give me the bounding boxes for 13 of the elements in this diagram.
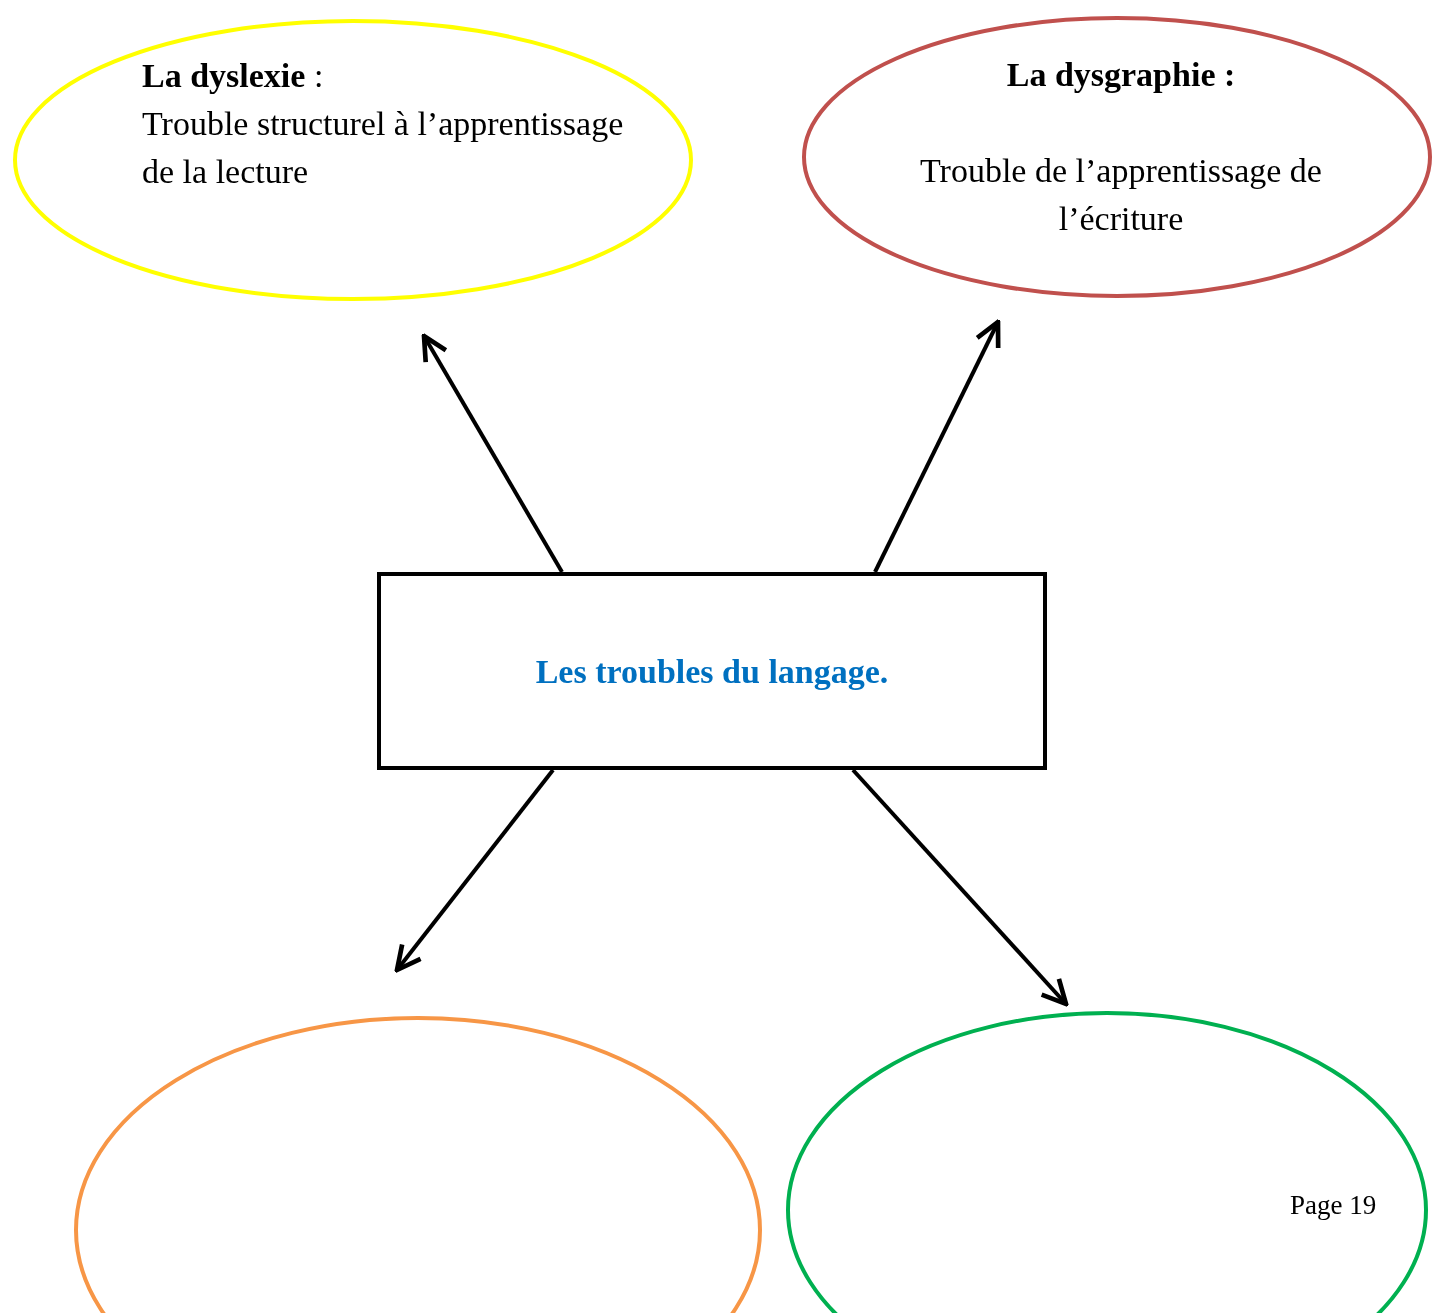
arrow — [421, 333, 564, 573]
topic-title: Les troubles du langage. — [535, 651, 889, 692]
arrow — [394, 768, 555, 973]
node-text: Trouble de l’apprentissage de l’écriture — [919, 151, 1323, 239]
page-number: Page 19 — [1290, 1189, 1377, 1222]
node-text: Trouble structurel à l’apprentissage de la lecture — [142, 104, 625, 192]
oval-node — [801, 15, 1433, 299]
oval-node — [12, 18, 694, 302]
arrow — [873, 319, 1001, 573]
topic-box — [377, 572, 1047, 770]
node-heading: La dyslexie : — [142, 56, 325, 96]
node-heading: La dysgraphie : — [1005, 55, 1237, 95]
arrow — [851, 768, 1069, 1007]
